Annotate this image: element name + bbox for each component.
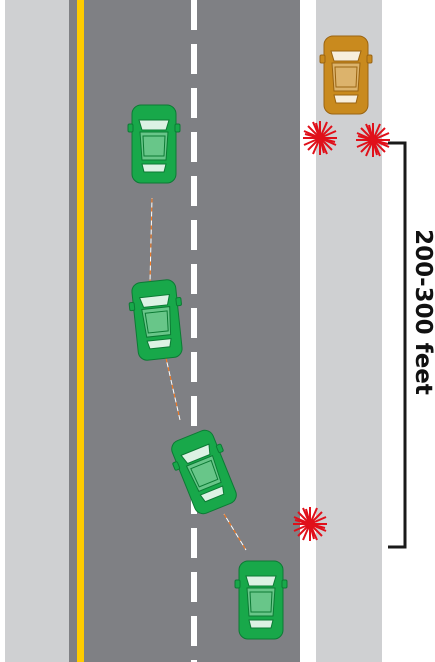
stopped-vehicle: [320, 36, 372, 114]
warning-flare-icon: [303, 121, 337, 155]
edge-line: [300, 0, 307, 662]
distance-label: 200-300 feet: [410, 229, 435, 395]
left-shoulder: [5, 0, 69, 662]
warning-flare-icon: [293, 507, 327, 541]
vehicle-approaching: [128, 105, 180, 183]
vehicle-passing: [235, 561, 287, 639]
distance-bracket: [388, 143, 405, 547]
warning-flare-icon: [356, 123, 390, 157]
yellow-center-line: [77, 0, 84, 662]
